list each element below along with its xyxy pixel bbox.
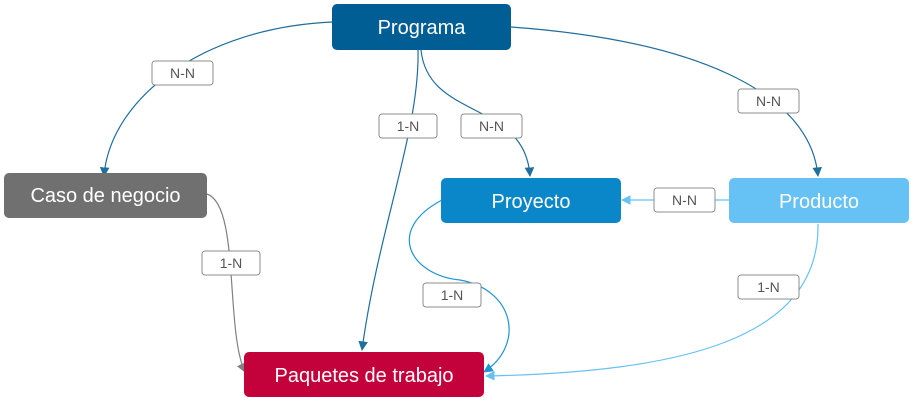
node-caso-label: Caso de negocio (30, 185, 180, 207)
edge-label-caso-paquetes: 1-N (201, 250, 261, 276)
edge-proyecto-paquetes (408, 199, 510, 373)
node-producto-box (729, 178, 909, 223)
edge-label-text: N-N (479, 118, 504, 134)
node-caso-box (4, 173, 207, 218)
edge-label-programa-caso: N-N (151, 60, 214, 86)
edge-programa-paquetes (358, 49, 419, 351)
edge-label-text: 1-N (757, 279, 780, 295)
node-programa-label: Programa (378, 17, 467, 39)
edge-label-text: N-N (756, 93, 781, 109)
node-proyecto-label: Proyecto (492, 191, 571, 213)
edge-label-text: 1-N (441, 287, 464, 303)
edge-programa-producto (510, 26, 822, 177)
node-proyecto[interactable]: Proyecto (441, 178, 621, 223)
node-caso-de-negocio[interactable]: Caso de negocio (4, 173, 207, 218)
edge-label-programa-producto: N-N (737, 88, 800, 114)
edge-producto-paquetes (485, 223, 819, 381)
edge-label-producto-proyecto: N-N (653, 187, 716, 213)
edge-programa-caso (99, 21, 333, 177)
edge-label-producto-paquetes: 1-N (737, 274, 800, 300)
edge-label-programa-paquetes: 1-N (378, 113, 438, 139)
edge-caso-paquetes (206, 193, 246, 373)
edge-label-text: N-N (672, 192, 697, 208)
node-producto-label: Producto (779, 191, 859, 213)
node-producto[interactable]: Producto (729, 178, 909, 223)
node-paquetes-de-trabajo[interactable]: Paquetes de trabajo (244, 352, 484, 397)
edge-label-proyecto-paquetes: 1-N (422, 282, 482, 308)
node-paquetes-box (244, 352, 484, 397)
edge-label-text: 1-N (397, 118, 420, 134)
node-paquetes-label: Paquetes de trabajo (274, 365, 453, 387)
node-proyecto-box (441, 178, 621, 223)
node-programa-box (332, 4, 511, 50)
edge-label-text: N-N (170, 65, 195, 81)
edge-label-programa-proyecto: N-N (460, 113, 523, 139)
node-programa[interactable]: Programa (332, 4, 511, 50)
edge-label-text: 1-N (220, 255, 243, 271)
edge-programa-proyecto (420, 49, 535, 177)
